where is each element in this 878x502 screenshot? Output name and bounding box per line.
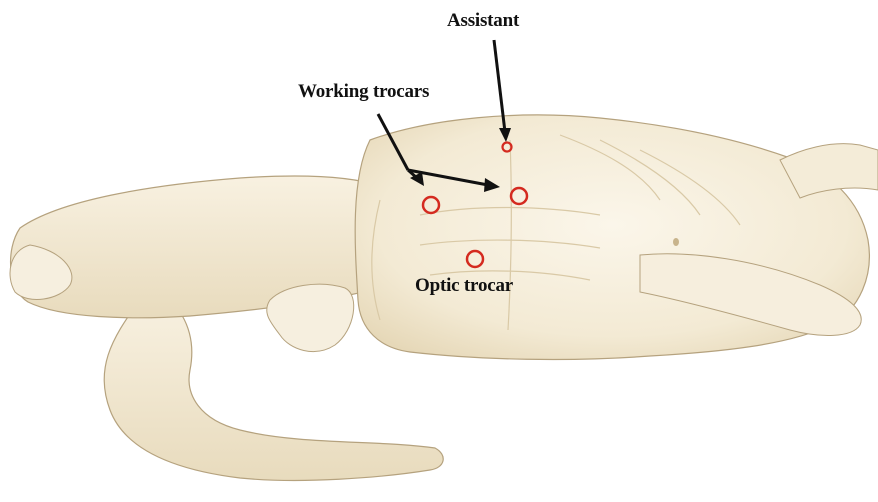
working-trocars-label: Working trocars [298,81,429,103]
navel [673,238,679,246]
assistant-label: Assistant [447,10,519,32]
optic-trocar-label: Optic trocar [415,275,513,297]
patient-hand [267,284,354,351]
